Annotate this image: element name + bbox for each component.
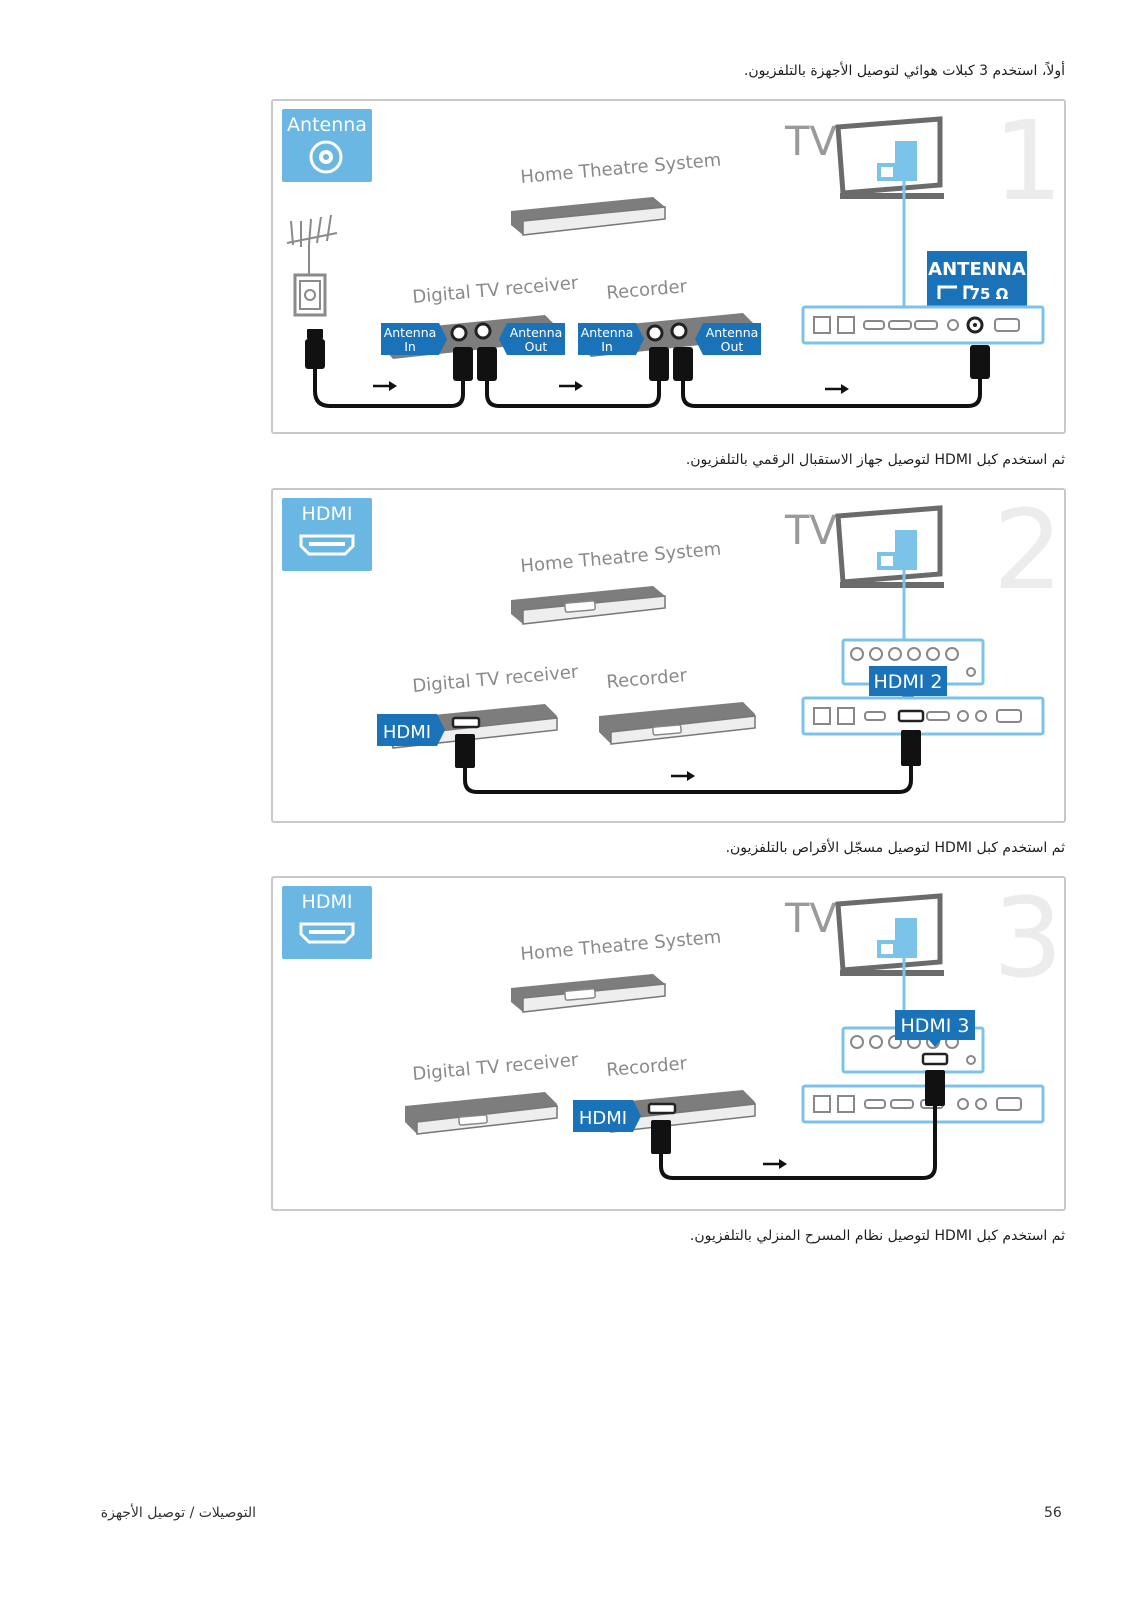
- svg-text:In: In: [404, 339, 416, 354]
- tv-icon: TV: [784, 505, 944, 588]
- svg-text:Antenna: Antenna: [510, 325, 563, 340]
- hdmi-badge-label: HDMI: [302, 503, 353, 525]
- tv-connector-panel: [801, 696, 1045, 736]
- step-number: 3: [993, 878, 1063, 1002]
- hdmi-badge: HDMI: [282, 498, 372, 571]
- svg-text:TV: TV: [784, 508, 837, 554]
- step-number: 1: [993, 101, 1063, 225]
- diagram-panel-hdmi-2: 2 HDMI TV Home Theatre System Digital TV…: [271, 488, 1066, 823]
- page-number: 56: [1044, 1505, 1062, 1521]
- tv-connector-panel: [801, 305, 1045, 345]
- hts-label: Home Theatre System: [520, 539, 722, 577]
- instruction-caption-3: ثم استخدم كبل HDMI لتوصيل مسجّل الأقراص …: [725, 840, 1065, 856]
- hts-label: Home Theatre System: [520, 927, 722, 965]
- hdmi-cable: [463, 766, 913, 794]
- tv-antenna-port-tag: ANTENNA 75 Ω: [927, 251, 1027, 317]
- svg-text:75 Ω: 75 Ω: [970, 285, 1009, 303]
- hts-label: Home Theatre System: [520, 150, 722, 188]
- coax-icon: [309, 140, 343, 174]
- hdmi-cable: [659, 1106, 937, 1180]
- svg-text:TV: TV: [784, 119, 837, 165]
- receiver-device: [405, 1092, 558, 1135]
- hdmi-badge-label: HDMI: [302, 891, 353, 913]
- svg-text:In: In: [601, 339, 613, 354]
- svg-text:HDMI: HDMI: [579, 1108, 627, 1129]
- recorder-out-port: [670, 322, 688, 340]
- step-number: 2: [993, 490, 1063, 614]
- home-theatre-device: [511, 586, 666, 625]
- cable-plugs: [305, 329, 990, 381]
- svg-text:ANTENNA: ANTENNA: [928, 259, 1026, 280]
- tv-hdmi2-port-tag: HDMI 2: [869, 666, 947, 703]
- direction-arrows: [763, 1159, 787, 1169]
- hdmi-plugs: [455, 730, 921, 768]
- footer-section-title: التوصيلات / توصيل الأجهزة: [100, 1505, 256, 1521]
- recorder-hdmi-tag: HDMI: [573, 1100, 641, 1132]
- recorder-antenna-out-tag: Antenna Out: [695, 323, 761, 355]
- direction-arrows: [373, 381, 849, 394]
- instruction-caption-2: ثم استخدم كبل HDMI لتوصيل جهاز الاستقبال…: [685, 452, 1065, 468]
- recorder-label: Recorder: [606, 276, 689, 304]
- home-theatre-device: [511, 974, 666, 1013]
- diagram-panel-antenna: 1 Antenna TV Home Theatre System Digit: [271, 99, 1066, 434]
- receiver-hdmi-port: [451, 716, 481, 729]
- tv-hdmi3-socket: [921, 1052, 949, 1066]
- recorder-hdmi-port: [647, 1102, 677, 1115]
- diagram-panel-hdmi-3: 3 HDMI TV Home Theatre System Digital TV…: [271, 876, 1066, 1211]
- recorder-label: Recorder: [606, 665, 689, 693]
- hdmi-icon: [299, 534, 355, 556]
- receiver-label: Digital TV receiver: [412, 1050, 580, 1085]
- hdmi-plugs: [651, 1070, 945, 1154]
- antenna-badge: Antenna: [282, 109, 372, 182]
- hdmi-icon: [299, 922, 355, 944]
- rooftop-antenna-icon: [286, 214, 338, 277]
- hdmi-badge: HDMI: [282, 886, 372, 959]
- direction-arrows: [671, 771, 695, 781]
- antenna-cables: [313, 369, 982, 408]
- receiver-antenna-in-tag: Antenna In: [381, 323, 447, 355]
- recorder-in-port: [646, 324, 664, 342]
- receiver-label: Digital TV receiver: [412, 273, 580, 308]
- svg-text:HDMI 3: HDMI 3: [900, 1015, 969, 1037]
- recorder-device: [599, 702, 756, 745]
- svg-text:Antenna: Antenna: [706, 325, 759, 340]
- tv-icon: TV: [784, 893, 944, 976]
- svg-text:Antenna: Antenna: [581, 325, 634, 340]
- receiver-out-port: [474, 322, 492, 340]
- antenna-badge-label: Antenna: [287, 114, 367, 136]
- wall-socket-icon: [293, 273, 327, 317]
- receiver-label: Digital TV receiver: [412, 662, 580, 697]
- receiver-antenna-out-tag: Antenna Out: [499, 323, 565, 355]
- recorder-label: Recorder: [606, 1053, 689, 1081]
- svg-text:HDMI 2: HDMI 2: [873, 671, 942, 693]
- svg-text:TV: TV: [784, 896, 837, 942]
- instruction-caption-1: أولاً، استخدم 3 كبلات هوائي لتوصيل الأجه…: [743, 63, 1065, 79]
- home-theatre-device: [511, 197, 666, 236]
- tv-hdmi2-socket: [897, 709, 925, 723]
- svg-text:Out: Out: [721, 339, 744, 354]
- receiver-hdmi-tag: HDMI: [377, 714, 445, 746]
- tv-hdmi3-port-tag: HDMI 3: [895, 1010, 975, 1047]
- svg-text:Antenna: Antenna: [384, 325, 437, 340]
- receiver-in-port: [450, 324, 468, 342]
- tv-icon: TV: [784, 116, 944, 199]
- instruction-caption-4: ثم استخدم كبل HDMI لتوصيل نظام المسرح ال…: [689, 1228, 1065, 1244]
- svg-text:Out: Out: [525, 339, 548, 354]
- tv-connector-panel: [801, 1084, 1045, 1124]
- svg-text:HDMI: HDMI: [383, 722, 431, 743]
- recorder-antenna-in-tag: Antenna In: [578, 323, 644, 355]
